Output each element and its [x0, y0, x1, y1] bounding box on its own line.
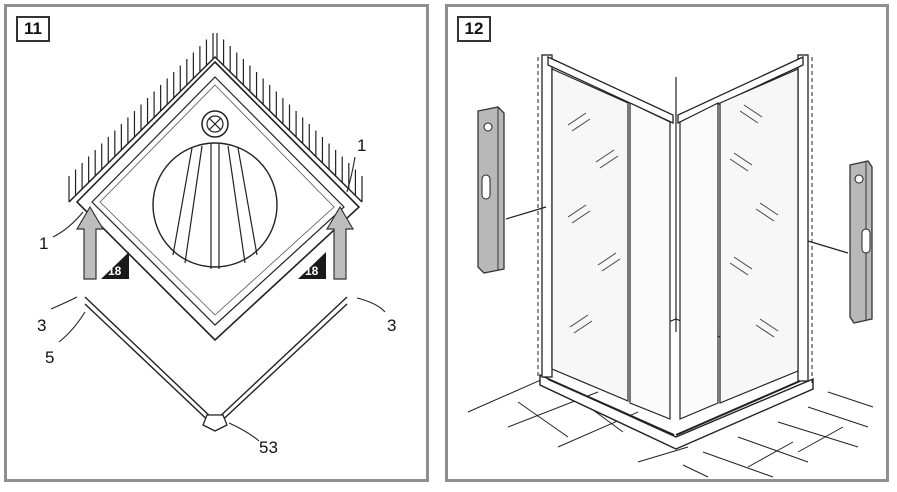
left-fixed-glass	[551, 68, 629, 402]
wall-corner-outline	[68, 55, 363, 203]
corner-connector	[202, 414, 228, 432]
right-wall-profile	[797, 54, 809, 382]
glass-reflections	[567, 104, 779, 338]
anti-slip-ribs	[172, 144, 258, 269]
level-vial-right	[861, 228, 871, 254]
drain-cross-b	[208, 117, 222, 131]
top-rail-left	[547, 55, 674, 125]
shower-tray-base	[539, 373, 814, 450]
step-11-diagram: 18 18 1 1 3 3 5 53	[37, 33, 396, 457]
callout-3-left: 3	[37, 316, 46, 335]
step-12-panel: 12	[445, 4, 889, 482]
wall-hatching	[68, 33, 363, 202]
anti-slip-area	[152, 142, 278, 268]
callout-leaders	[50, 156, 386, 442]
level-pointer-right	[807, 240, 849, 254]
callout-3-right: 3	[387, 316, 396, 335]
level-vial-left	[481, 174, 491, 200]
step-11-panel: 11 18 18	[4, 4, 429, 482]
shower-tray-basin	[99, 84, 335, 316]
callout-1-left: 1	[39, 234, 48, 253]
level-bubble-top-right	[854, 174, 864, 184]
right-sliding-door	[679, 102, 719, 420]
top-rail-right	[677, 55, 804, 125]
step-12-diagram	[467, 54, 874, 478]
level-pointer-left	[505, 206, 547, 220]
reference-triangle-left	[101, 252, 129, 279]
step-number-badge: 11	[16, 16, 50, 42]
left-wall-profile	[541, 54, 553, 378]
step-number-badge: 12	[457, 16, 491, 42]
callout-53: 53	[259, 438, 278, 457]
callout-5: 5	[45, 348, 54, 367]
reference-label-right: 18	[305, 264, 319, 278]
push-arrow-left	[75, 205, 105, 280]
left-sliding-door	[629, 102, 671, 420]
drain-ring	[206, 115, 224, 133]
callout-1-right: 1	[357, 136, 366, 155]
shower-tray-outline	[75, 60, 361, 342]
reference-triangle-right	[298, 252, 326, 279]
push-arrow-right	[325, 205, 355, 280]
right-fixed-glass	[719, 68, 799, 404]
shower-tray-inner-rim	[91, 76, 345, 326]
level-bubble-top-left	[483, 122, 493, 132]
bottom-rail-left	[547, 378, 675, 436]
reference-label-left: 18	[108, 264, 122, 278]
bottom-rail-right	[675, 380, 801, 436]
